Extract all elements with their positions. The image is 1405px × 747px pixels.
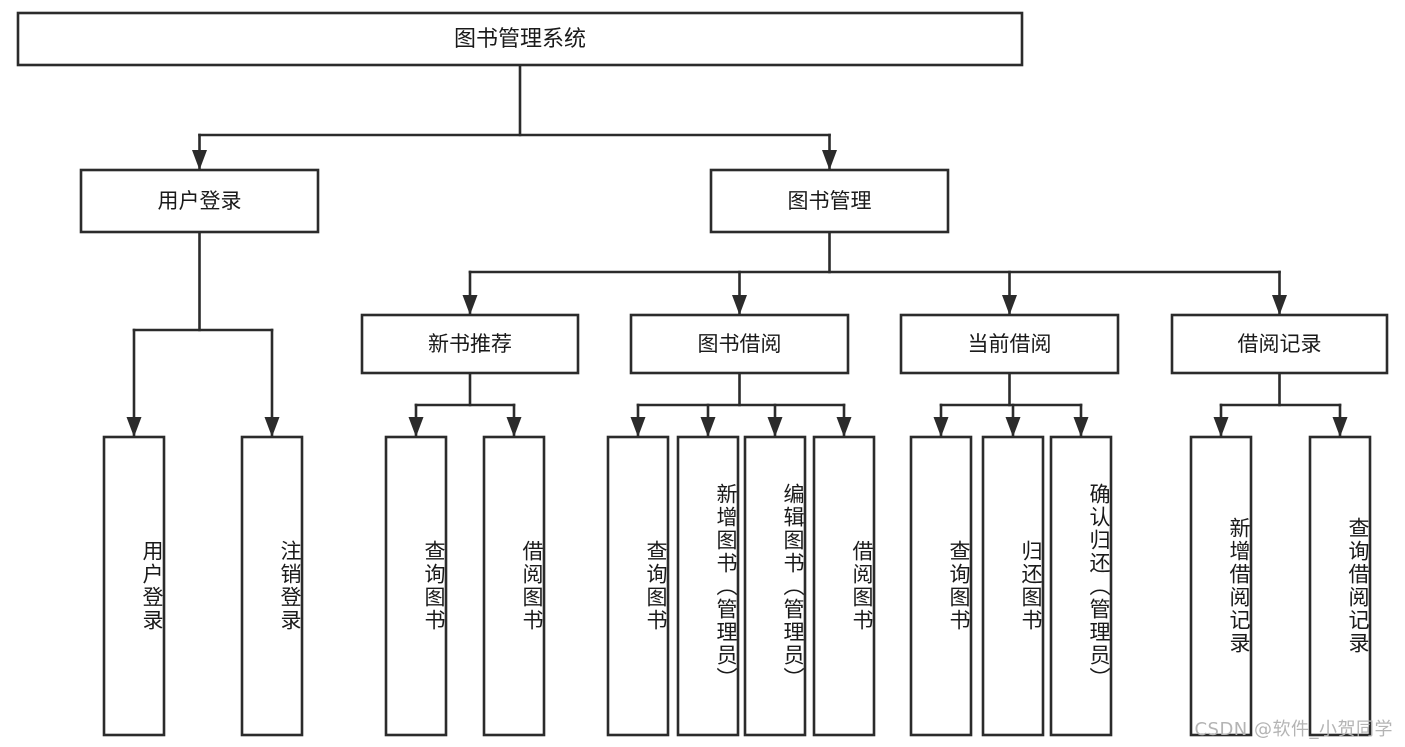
node-box xyxy=(240,435,304,737)
node-level2[interactable]: 用户登录 xyxy=(79,168,320,234)
node-box xyxy=(102,435,166,737)
node-level3[interactable]: 新书推荐 xyxy=(360,313,580,375)
node-box xyxy=(676,435,740,737)
arrow-head-icon xyxy=(630,417,646,437)
node-box xyxy=(79,168,320,234)
node-leaf[interactable] xyxy=(102,435,166,737)
node-level3[interactable]: 当前借阅 xyxy=(899,313,1120,375)
node-box xyxy=(899,313,1120,375)
node-leaf[interactable] xyxy=(676,435,740,737)
node-label: 借阅记录 xyxy=(1238,332,1322,356)
arrow-head-icon xyxy=(933,417,949,437)
node-box xyxy=(606,435,670,737)
arrow-head-icon xyxy=(126,417,142,437)
arrow-head-icon xyxy=(1073,417,1089,437)
arrow-head-icon xyxy=(192,150,207,170)
node-leaf[interactable] xyxy=(482,435,546,737)
node-box xyxy=(482,435,546,737)
node-leaf[interactable] xyxy=(1049,435,1113,737)
node-leaf[interactable] xyxy=(606,435,670,737)
node-box xyxy=(743,435,807,737)
node-label: 新书推荐 xyxy=(428,332,512,356)
arrow-head-icon xyxy=(836,417,852,437)
node-box xyxy=(1170,313,1389,375)
node-leaf[interactable] xyxy=(384,435,448,737)
node-box xyxy=(909,435,973,737)
arrow-head-icon xyxy=(1002,295,1017,315)
node-leaf[interactable] xyxy=(1189,435,1253,737)
node-level3[interactable]: 借阅记录 xyxy=(1170,313,1389,375)
node-box xyxy=(709,168,950,234)
node-leaf[interactable] xyxy=(743,435,807,737)
node-level3[interactable]: 图书借阅 xyxy=(629,313,850,375)
arrow-head-icon xyxy=(264,417,280,437)
node-box xyxy=(812,435,876,737)
node-label: 当前借阅 xyxy=(968,332,1052,356)
node-label: 图书管理系统 xyxy=(454,27,586,52)
arrow-head-icon xyxy=(462,295,478,315)
node-level2[interactable]: 图书管理 xyxy=(709,168,950,234)
node-box xyxy=(629,313,850,375)
node-box xyxy=(1308,435,1372,737)
arrow-head-icon xyxy=(1005,417,1021,437)
node-leaf[interactable] xyxy=(909,435,973,737)
node-box xyxy=(981,435,1045,737)
node-root[interactable]: 图书管理系统 xyxy=(16,11,1024,67)
edge-layer xyxy=(126,63,1348,439)
node-label: 用户登录 xyxy=(158,189,242,213)
arrow-head-icon xyxy=(1332,417,1348,437)
node-leaf[interactable] xyxy=(240,435,304,737)
node-box xyxy=(360,313,580,375)
arrow-head-icon xyxy=(767,417,783,437)
arrow-head-icon xyxy=(700,417,716,437)
arrow-head-icon xyxy=(506,417,522,437)
node-label: 图书管理 xyxy=(788,189,872,213)
node-leaf[interactable] xyxy=(812,435,876,737)
arrow-head-icon xyxy=(1213,417,1229,437)
node-box xyxy=(1049,435,1113,737)
node-leaf[interactable] xyxy=(981,435,1045,737)
node-leaf[interactable] xyxy=(1308,435,1372,737)
arrow-head-icon xyxy=(822,150,837,170)
node-box xyxy=(384,435,448,737)
node-box xyxy=(16,11,1024,67)
node-box xyxy=(1189,435,1253,737)
node-label: 图书借阅 xyxy=(698,332,782,356)
arrow-head-icon xyxy=(408,417,424,437)
watermark-text: CSDN @软件_小贺同学 xyxy=(1194,719,1393,740)
arrow-head-icon xyxy=(1272,295,1287,315)
arrow-head-icon xyxy=(732,295,747,315)
